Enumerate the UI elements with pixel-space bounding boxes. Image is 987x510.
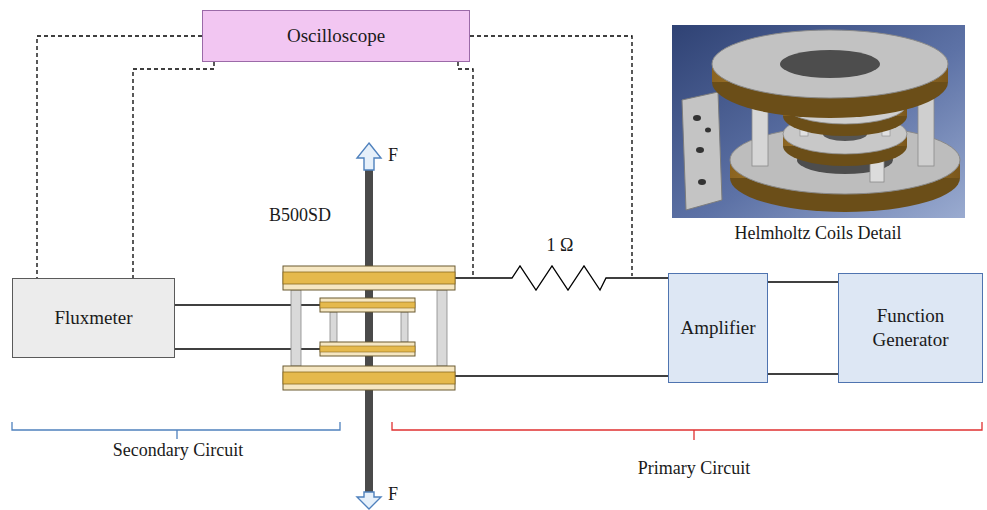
box-label: Amplifier: [681, 316, 756, 340]
circuit-bracket: [392, 422, 982, 440]
resistance-label: 1 Ω: [547, 235, 574, 256]
probe-wire: [458, 62, 473, 276]
force-label: F: [388, 145, 398, 166]
resistor-symbol: [455, 266, 668, 290]
inner-coil: [320, 342, 415, 356]
coil-post: [291, 290, 301, 366]
sample-rod: [365, 170, 373, 492]
coil-post: [437, 290, 447, 366]
instrument-box: Amplifier: [668, 273, 768, 383]
box-label: Function Generator: [845, 304, 976, 352]
box-label: Oscilloscope: [287, 24, 385, 48]
wire: [455, 375, 668, 376]
instrument-box: Function Generator: [838, 273, 983, 383]
probe-wire: [470, 36, 632, 276]
helmholtz-render: [672, 25, 965, 218]
box-label: Fluxmeter: [54, 306, 132, 330]
instrument-box: Fluxmeter: [12, 278, 175, 358]
probe-wire: [37, 36, 202, 278]
circuit-label: Secondary Circuit: [113, 440, 243, 461]
instrument-box: Oscilloscope: [202, 10, 470, 62]
outer-coil: [283, 366, 455, 390]
part-label: B500SD: [269, 205, 331, 226]
circuit-label: Primary Circuit: [638, 458, 750, 479]
coil-post: [401, 312, 408, 342]
probe-wire: [133, 62, 214, 278]
force-arrow: [357, 492, 381, 509]
force-label: F: [388, 484, 398, 505]
circuit-bracket: [12, 422, 340, 439]
inner-coil: [320, 298, 415, 312]
outer-coil: [283, 266, 455, 290]
image-caption: Helmholtz Coils Detail: [735, 223, 902, 244]
signal-wire: [768, 281, 838, 282]
coil-post: [330, 312, 337, 342]
force-arrow: [357, 143, 381, 170]
signal-wire: [768, 373, 838, 374]
